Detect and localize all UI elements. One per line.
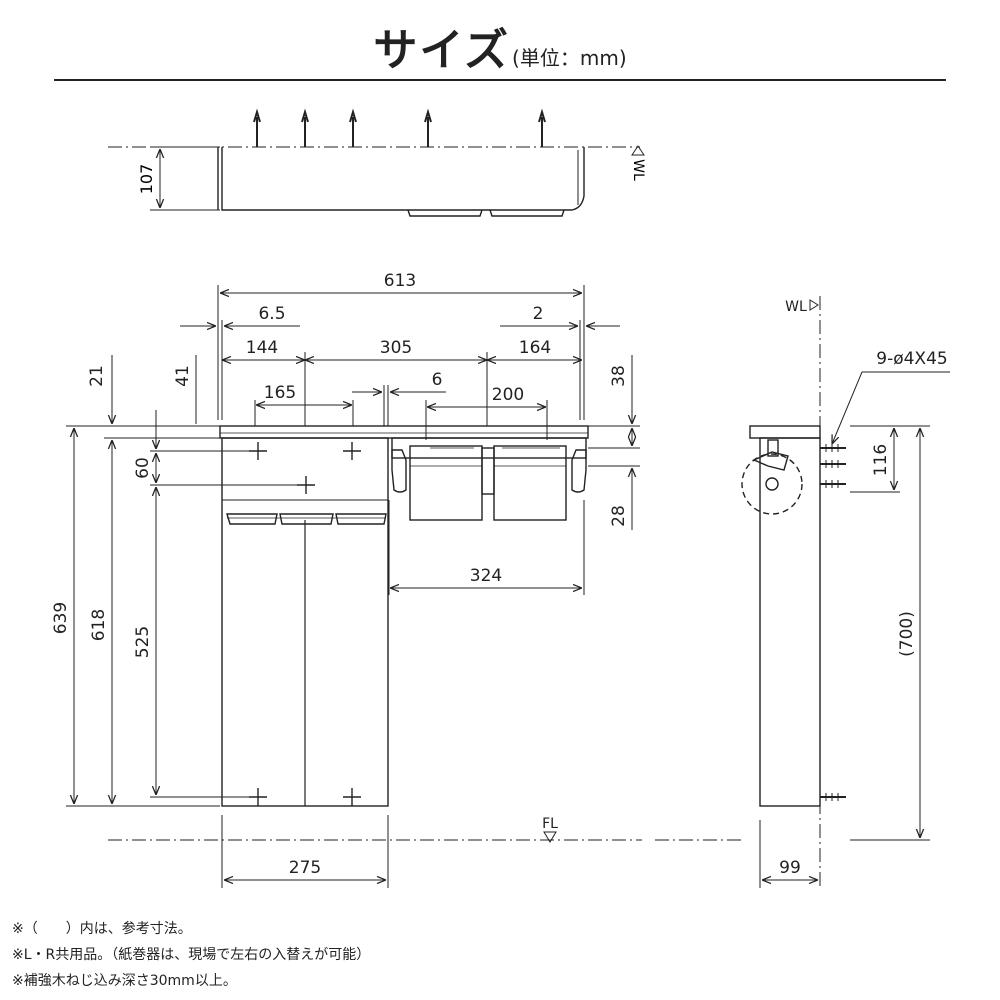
note-1: ※（ ）内は、参考寸法。 bbox=[12, 921, 192, 937]
front-fl-label: FL bbox=[542, 816, 558, 832]
notes: ※（ ）内は、参考寸法。 ※L・R共用品。（紙巻器は、現場で左右の入替えが可能）… bbox=[12, 916, 370, 994]
side-cabinet bbox=[759, 437, 821, 807]
dim-38: 38 bbox=[609, 365, 629, 387]
dim-6-5: 6.5 bbox=[258, 304, 285, 324]
dim-200: 200 bbox=[492, 385, 524, 405]
top-body-outline bbox=[221, 147, 585, 211]
dim-613: 613 bbox=[384, 271, 416, 291]
screw-spec: 9-ø4X45 bbox=[876, 349, 947, 369]
dim-99: 99 bbox=[779, 858, 801, 878]
front-roll-left bbox=[409, 445, 483, 521]
dim-107: 107 bbox=[137, 164, 156, 195]
dim-144: 144 bbox=[246, 338, 278, 358]
top-view bbox=[108, 108, 645, 217]
front-holder-right-arm bbox=[571, 449, 587, 493]
dim-28: 28 bbox=[609, 505, 629, 527]
note-3: ※補強木ねじ込み深さ30mm以上。 bbox=[12, 973, 237, 989]
front-holder-center bbox=[481, 447, 495, 495]
dim-6: 6 bbox=[432, 370, 443, 390]
dim-2: 2 bbox=[533, 304, 544, 324]
dim-21: 21 bbox=[87, 365, 107, 387]
front-holder-left-arm bbox=[391, 449, 407, 493]
dim-305: 305 bbox=[380, 338, 412, 358]
side-shelf bbox=[749, 425, 821, 439]
dim-41: 41 bbox=[173, 365, 193, 387]
side-wl-label: WL bbox=[785, 299, 807, 315]
dim-164: 164 bbox=[519, 338, 551, 358]
dim-700: (700) bbox=[897, 611, 917, 657]
dim-324: 324 bbox=[470, 566, 502, 586]
dim-116: 116 bbox=[871, 444, 891, 476]
top-screws bbox=[253, 108, 546, 147]
front-view bbox=[66, 285, 642, 888]
front-bin-1 bbox=[226, 513, 278, 525]
front-bin-2 bbox=[279, 513, 334, 525]
dim-618: 618 bbox=[89, 609, 109, 641]
side-holder bbox=[752, 451, 789, 471]
top-roll-left bbox=[407, 209, 483, 217]
title-main: サイズ bbox=[373, 25, 511, 76]
side-screws bbox=[820, 447, 846, 798]
front-roll-right bbox=[493, 445, 567, 521]
side-roll bbox=[741, 453, 803, 515]
front-bin-3 bbox=[335, 513, 387, 525]
dim-275: 275 bbox=[289, 858, 321, 878]
top-roll-right bbox=[489, 209, 565, 217]
dim-60: 60 bbox=[133, 457, 153, 479]
dim-639: 639 bbox=[51, 602, 71, 634]
dim-525: 525 bbox=[133, 626, 153, 658]
dim-165: 165 bbox=[264, 383, 296, 403]
side-view bbox=[655, 296, 950, 890]
top-wl-label: WL bbox=[630, 159, 646, 181]
front-shelf bbox=[219, 425, 589, 439]
note-2: ※L・R共用品。（紙巻器は、現場で左右の入替えが可能） bbox=[12, 947, 371, 963]
page-title: サイズ(単位：mm) bbox=[0, 14, 1000, 78]
front-holder-bar bbox=[391, 437, 587, 459]
title-unit: (単位：mm) bbox=[512, 46, 627, 70]
title-underline bbox=[54, 79, 946, 81]
